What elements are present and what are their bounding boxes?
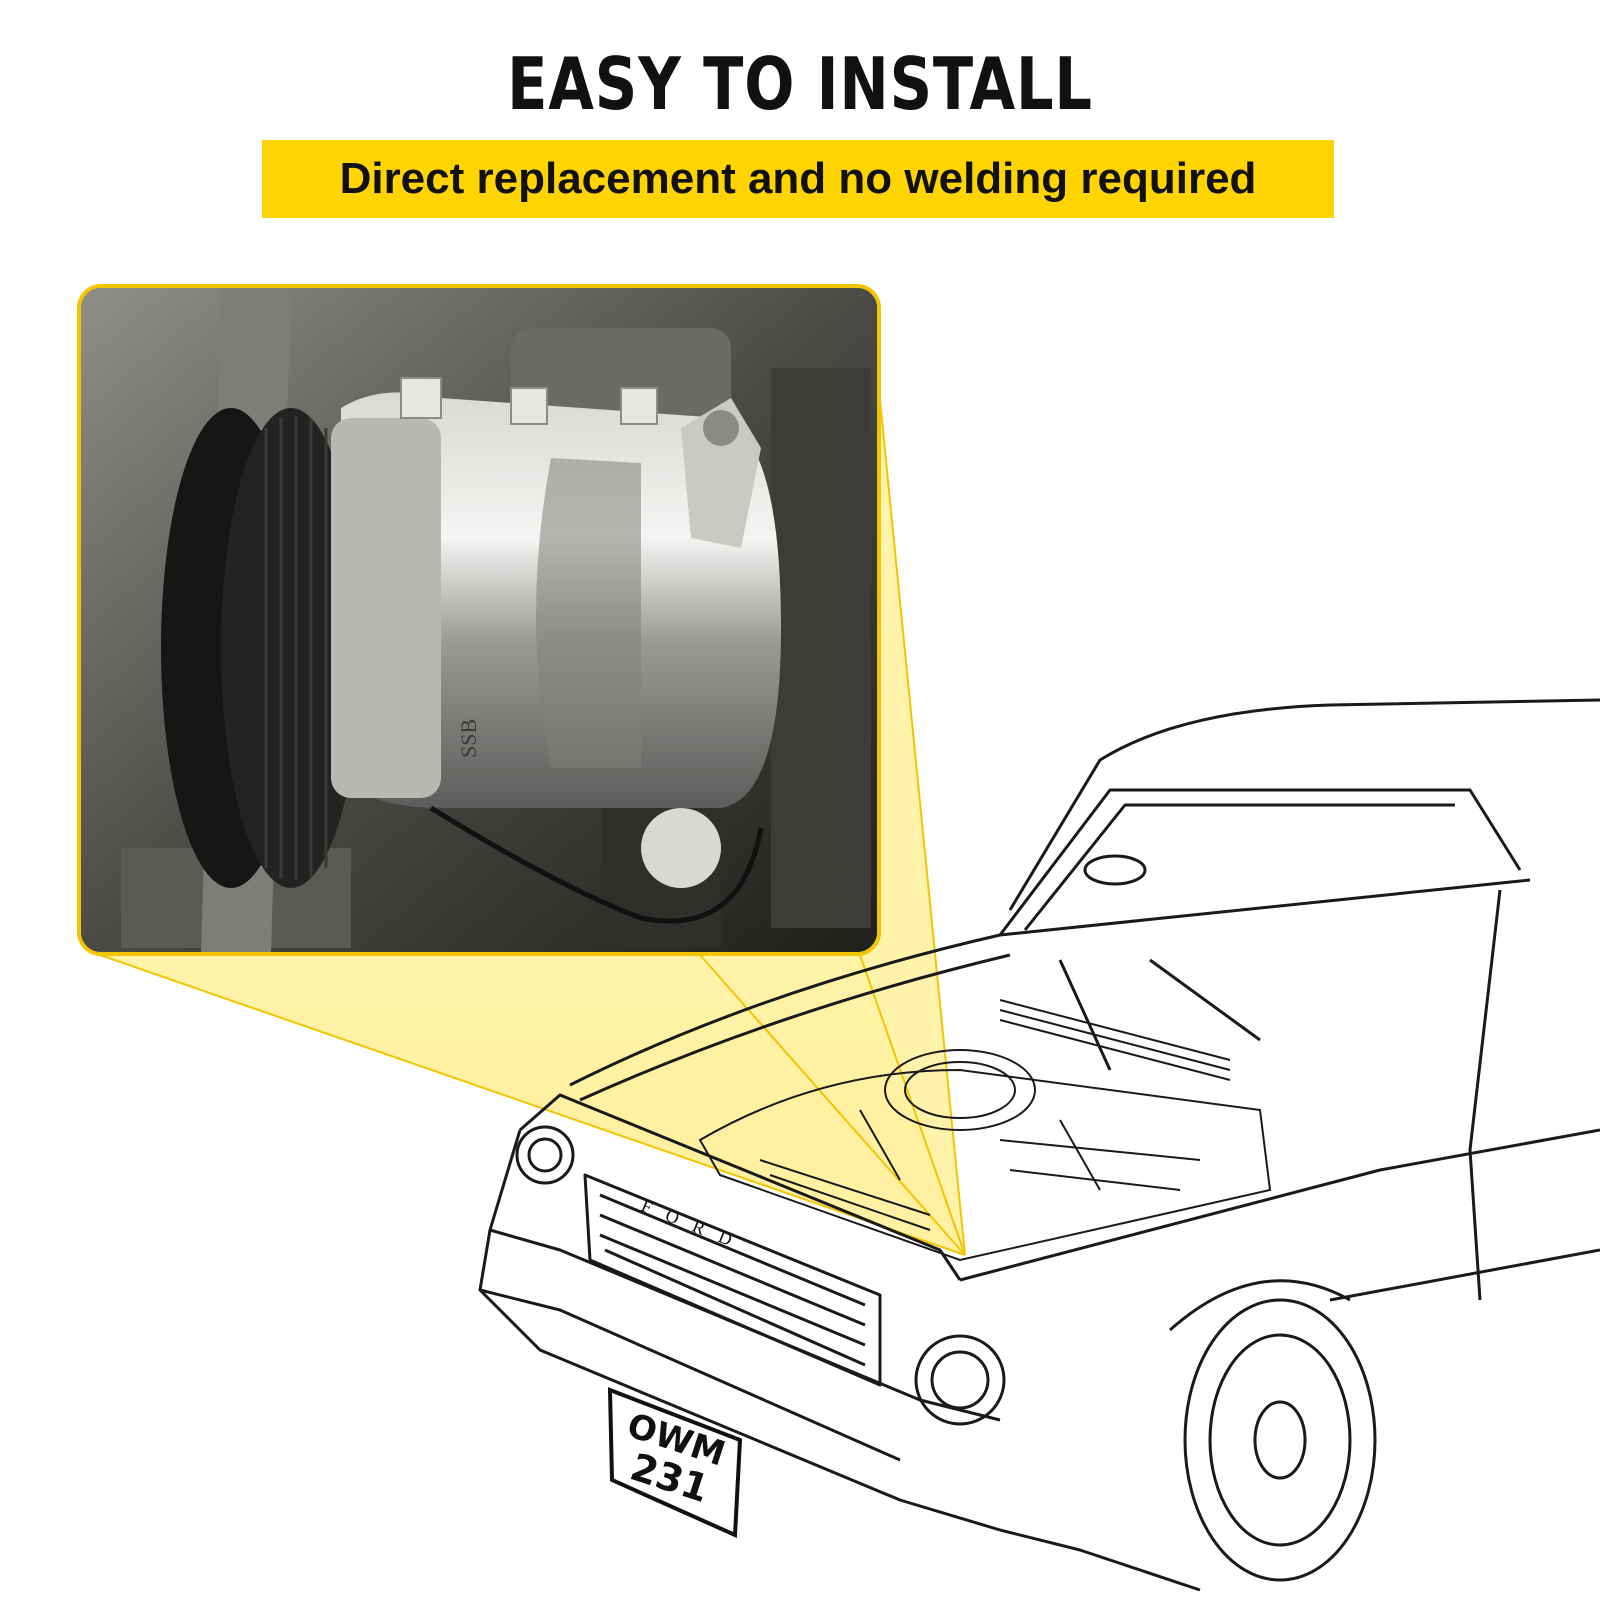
grille-badge: FORD [639, 1195, 750, 1256]
engine-bay [698, 1049, 1272, 1262]
subtitle-banner: Direct replacement and no welding requir… [262, 140, 1334, 218]
page-title: EASY TO INSTALL [507, 42, 1093, 126]
compressor-photo: SSB [77, 284, 881, 956]
svg-text:SSB: SSB [456, 719, 481, 758]
car-body [478, 698, 1600, 1592]
license-plate [607, 1387, 743, 1539]
subtitle-text: Direct replacement and no welding requir… [339, 154, 1257, 203]
